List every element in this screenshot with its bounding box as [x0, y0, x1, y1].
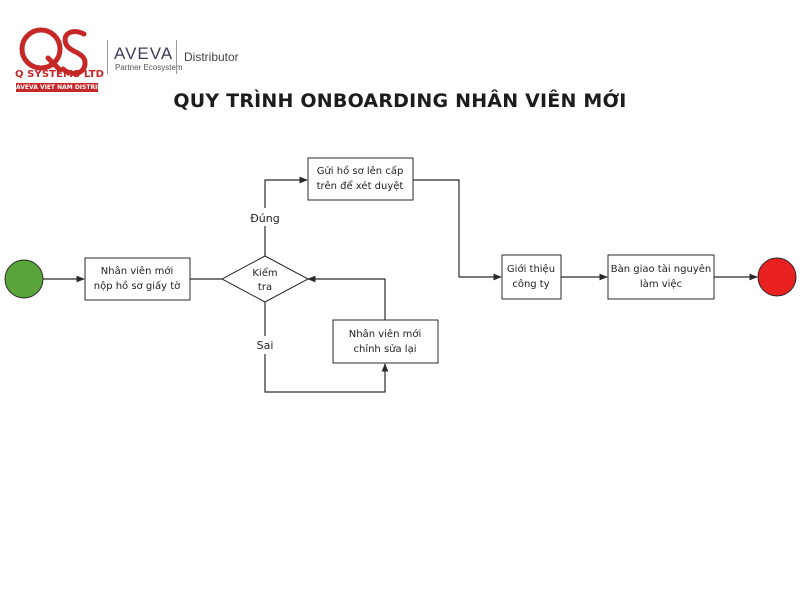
- partner-logo-text: AVEVA: [114, 44, 174, 63]
- node-handover-line1: Bàn giao tài nguyên: [611, 263, 712, 275]
- yes-label-bg: [248, 208, 282, 226]
- company-tagline: AVEVA VIET NAM DISTRIBUTOR: [16, 83, 98, 92]
- distributor-label: Distributor: [184, 50, 239, 64]
- node-check-decision: Kiểm tra: [220, 255, 310, 303]
- node-resource-handover: Bàn giao tài nguyên làm việc: [607, 254, 715, 300]
- node-fix-line2: chỉnh sửa lại: [353, 343, 416, 355]
- node-intro-line2: công ty: [512, 278, 549, 290]
- node-employee-fix: Nhân viên mới chỉnh sửa lại: [332, 319, 439, 364]
- node-send-line2: trên để xét duyệt: [317, 179, 404, 192]
- page-title: QUY TRÌNH ONBOARDING NHÂN VIÊN MỚI: [173, 90, 627, 112]
- node-intro-line1: Giới thiệu: [507, 263, 555, 275]
- company-name: Q SYSTEMS LTD: [15, 69, 105, 80]
- node-company-intro: Giới thiệu công ty: [501, 254, 562, 300]
- edge-label-no: Sai: [257, 339, 274, 352]
- node-submit-line1: Nhân viên mới: [101, 265, 173, 277]
- node-handover-line2: làm việc: [640, 278, 682, 290]
- logo-divider: [107, 40, 108, 74]
- node-submit-documents: Nhân viên mới nộp hồ sơ giấy tờ: [84, 257, 191, 301]
- edge-check-send: [264, 176, 308, 256]
- edge-fix-check: [307, 275, 386, 320]
- logo-divider-2: [176, 40, 177, 74]
- edge-label-yes: Đúng: [250, 212, 279, 225]
- q-systems-logo-icon: [19, 27, 88, 76]
- partner-subtitle: Partner Ecosystem: [115, 63, 183, 72]
- edge-send-intro: [413, 179, 502, 281]
- node-fix-line1: Nhân viên mới: [349, 328, 421, 340]
- node-send-line1: Gửi hồ sơ lên cấp: [317, 165, 404, 177]
- node-check-line1: Kiểm: [252, 266, 277, 279]
- header: Q SYSTEMS LTD AVEVA VIET NAM DISTRIBUTOR…: [0, 0, 800, 110]
- node-submit-line2: nộp hồ sơ giấy tờ: [94, 280, 181, 292]
- end-node: [757, 257, 797, 297]
- node-send-approval: Gửi hồ sơ lên cấp trên để xét duyệt: [307, 157, 414, 201]
- node-check-line2: tra: [258, 282, 272, 293]
- start-node: [4, 259, 44, 299]
- no-label-bg: [252, 336, 278, 354]
